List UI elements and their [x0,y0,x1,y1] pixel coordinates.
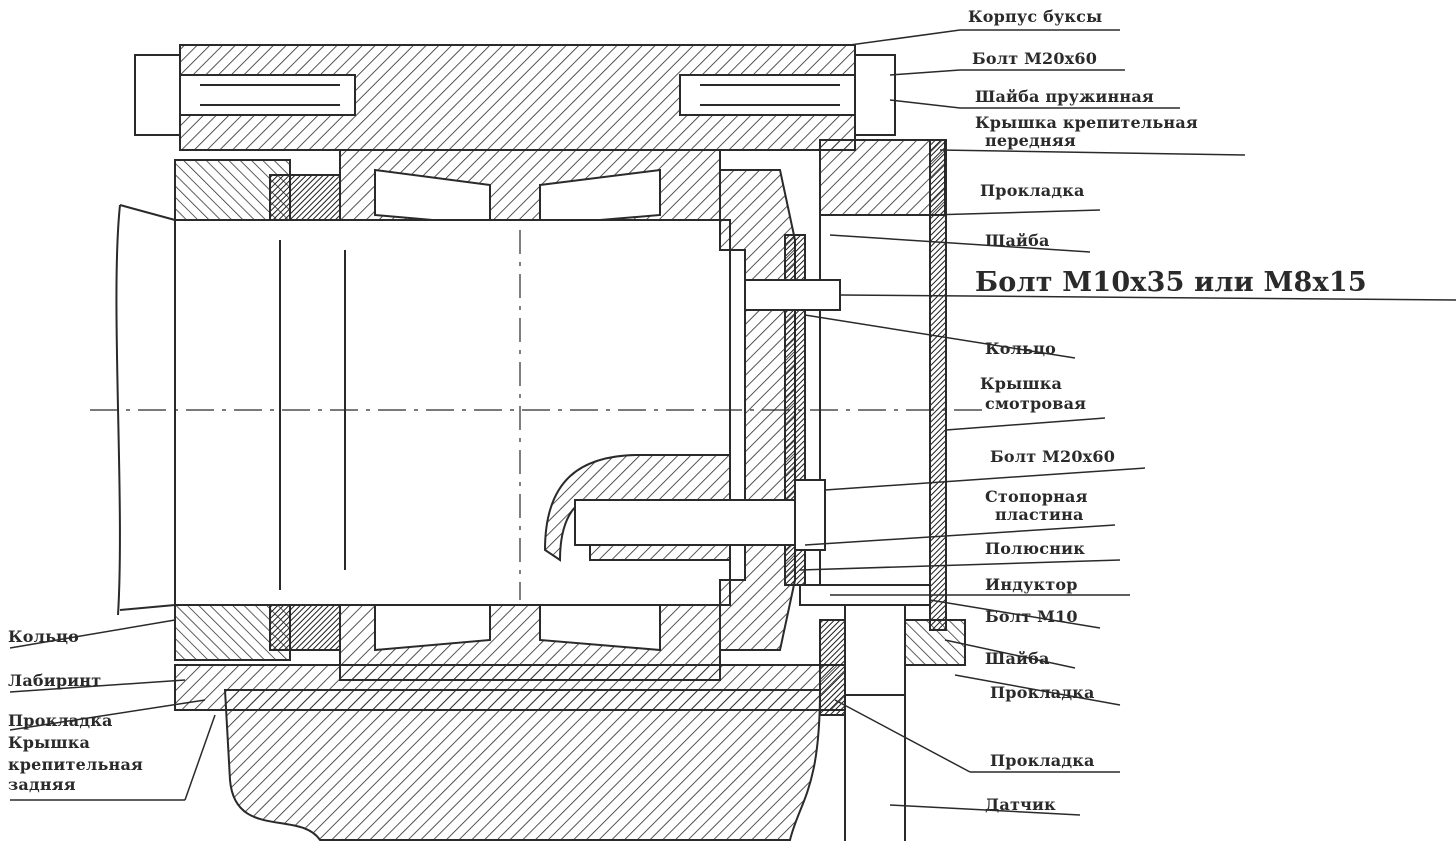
inspection-cover [929,139,947,631]
roller-top-right [539,168,661,227]
axle-bolt-mid [574,499,796,546]
label-rear-cover-3: задняя [8,775,76,794]
label-labyrinth: Лабиринт [8,671,102,690]
label-front-cover-1: Крышка крепительная [975,113,1198,132]
label-locking-plate-1: Стопорная [985,487,1088,506]
label-front-cover-2: передняя [985,131,1076,150]
wheel-hub [223,689,822,841]
label-sensor: Датчик [985,795,1056,814]
label-bolt-m20x60-top: Болт М20х60 [972,49,1098,68]
label-inspection-cover-2: смотровая [985,394,1087,413]
bolt-left-head [134,54,181,136]
label-bolt-m10x35: Болт М10х35 или М8х15 [975,267,1367,298]
sensor [844,604,906,696]
label-gasket-right-1: Прокладка [990,683,1095,702]
label-locking-plate-2: пластина [995,505,1084,524]
label-ring-right: Кольцо [985,339,1057,358]
label-rear-cover-2: крепительная [8,755,144,774]
label-washer-bottom: Шайба [985,649,1050,668]
label-spring-washer: Шайба пружинная [975,87,1154,106]
label-pole-piece: Полюсник [985,539,1085,558]
label-washer-top: Шайба [985,231,1050,250]
label-inductor: Индуктор [985,575,1078,594]
label-gasket-right-2: Прокладка [990,751,1095,770]
label-rear-cover-1: Крышка [8,733,91,752]
label-housing: Корпус буксы [968,7,1103,26]
label-gasket-left: Прокладка [8,711,113,730]
label-gasket-top: Прокладка [980,181,1085,200]
bolt-left-shank [179,74,356,116]
label-bolt-m10: Болт М10 [985,607,1078,626]
label-inspection-cover-1: Крышка [980,374,1063,393]
bolt-m10 [744,279,841,311]
bolt-right-head [854,54,896,136]
label-bolt-m20x60-mid: Болт М20х60 [990,447,1116,466]
label-ring-left: Кольцо [8,627,80,646]
bolt-right-shank [679,74,856,116]
front-cover [819,139,946,216]
